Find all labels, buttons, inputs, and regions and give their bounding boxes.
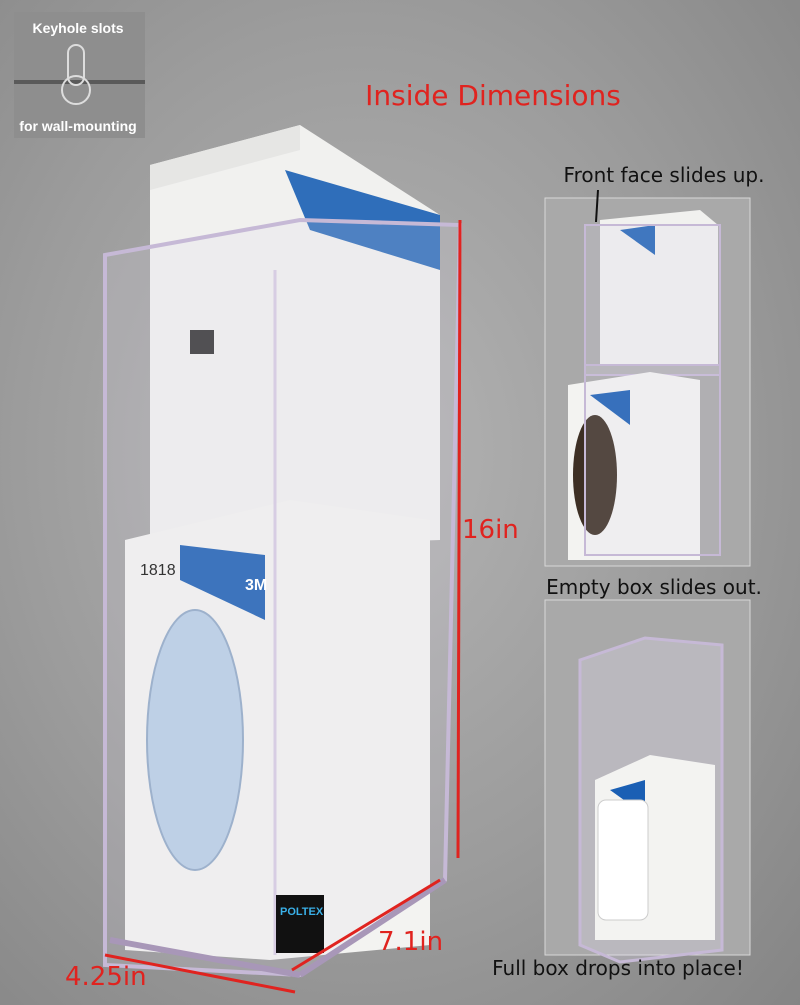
brand-3m: 3M [245, 577, 267, 594]
title: Inside Dimensions [365, 79, 621, 112]
keyhole-inset: Keyhole slots for wall-mounting [14, 12, 145, 138]
masks [146, 609, 244, 871]
step1-text: Front face slides up. [564, 163, 765, 187]
qr-code [190, 330, 214, 354]
dimension-lines: 16in 7.1in 4.25in [65, 219, 519, 994]
height-dimension: 16in [462, 515, 519, 545]
inset-top-text: Keyhole slots [32, 20, 123, 36]
model-number: 1818 [140, 562, 176, 579]
step2-text: Empty box slides out. [546, 575, 762, 599]
inset-bottom-text: for wall-mounting [19, 118, 136, 134]
main-dispenser: POLTEX 3M 1818 [103, 125, 463, 978]
depth-dimension: 7.1in [378, 927, 443, 957]
poltex-label [276, 895, 324, 953]
step-panel-2: Empty box slides out. Full box drops int… [492, 575, 762, 980]
keyhole-icon [67, 44, 85, 86]
width-dimension: 4.25in [65, 962, 147, 992]
svg-text:POLTEX: POLTEX [280, 906, 324, 918]
step3-text: Full box drops into place! [492, 956, 744, 980]
step-panel-1: Front face slides up. [544, 163, 765, 567]
